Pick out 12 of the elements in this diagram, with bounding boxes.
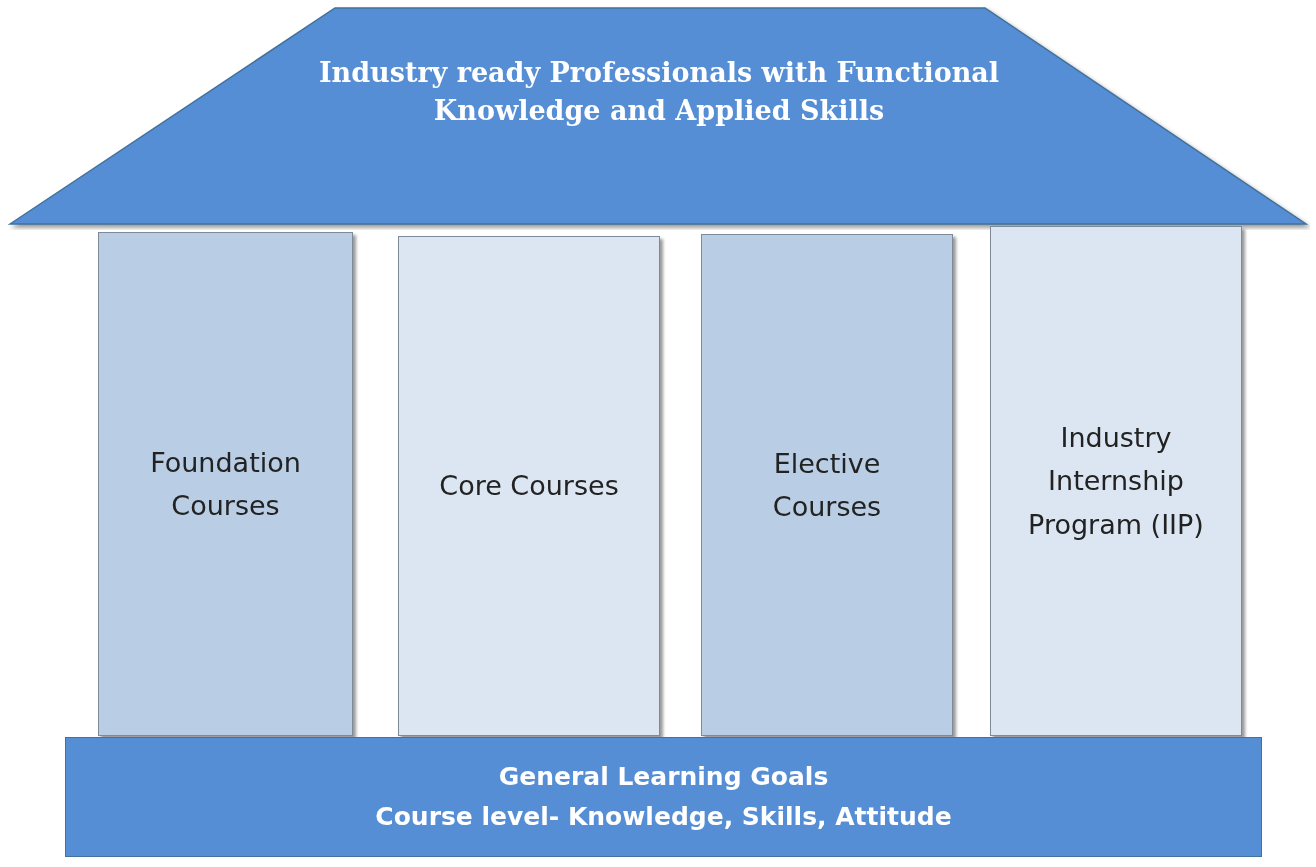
- pillar-label: Core Courses: [438, 469, 620, 504]
- base-text: Course level- Knowledge, Skills, Attitude: [375, 801, 952, 833]
- pillar: [990, 226, 1242, 736]
- base-heading: General Learning Goals: [498, 761, 829, 793]
- pillar-label: Elective Courses: [771, 446, 883, 524]
- pillar-label: Foundation Courses: [149, 445, 302, 523]
- pillar: [701, 234, 953, 736]
- roof-heading: Industry ready Professionals with Functional Knowledge and Applied Skills: [317, 56, 1001, 128]
- pillar: [398, 236, 660, 736]
- pillar-label: Industry Internship Program (IIP): [1027, 421, 1205, 542]
- base-slab: [65, 737, 1262, 857]
- pillar: [98, 232, 353, 736]
